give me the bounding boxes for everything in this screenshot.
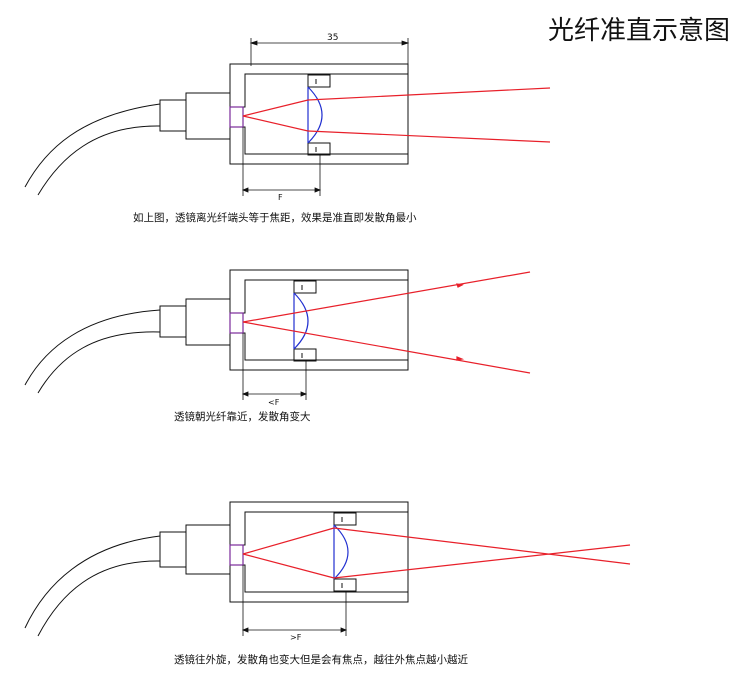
fiber-tip [229, 312, 244, 334]
fiber-connector [159, 298, 231, 346]
lens-holder [333, 512, 357, 592]
lens [307, 86, 323, 144]
dimension-35 [249, 38, 410, 66]
focal-distance-label: >F [290, 633, 302, 642]
dimension-label: 35 [327, 33, 338, 43]
focal-distance-marker [241, 565, 348, 636]
fiber-connector [159, 92, 231, 140]
lens [293, 292, 309, 350]
panel-lens-closer: <F [24, 269, 531, 407]
focal-distance-label: F [278, 193, 283, 202]
lens-holder [293, 280, 317, 362]
panel-lens-farther: >F [24, 501, 631, 642]
focal-distance-label: <F [268, 398, 280, 407]
diagram-title: 光纤准直示意图 [548, 16, 731, 46]
fiber-cable [24, 103, 161, 196]
lens [333, 524, 349, 580]
lens-holder [307, 74, 331, 156]
caption-lens-closer: 透镜朝光纤靠近，发散角变大 [174, 411, 311, 423]
caption-collimated: 如上图，透镜离光纤端头等于焦距，效果是准直即发散角最小 [133, 212, 417, 224]
panel-collimated: 35 F [24, 33, 551, 202]
focal-distance-marker [241, 333, 308, 400]
collimator-housing [229, 63, 409, 165]
fiber-cable [24, 535, 161, 637]
focal-distance-marker [241, 127, 322, 196]
light-beam [242, 271, 531, 374]
light-beam [242, 87, 551, 143]
fiber-connector [159, 524, 231, 575]
fiber-tip [229, 106, 244, 128]
caption-lens-farther: 透镜往外旋，发散角也变大但是会有焦点，越往外焦点越小越近 [174, 654, 468, 666]
light-beam [242, 527, 631, 579]
fiber-cable [24, 309, 161, 394]
fiber-tip [229, 544, 244, 566]
collimator-housing [229, 501, 409, 603]
